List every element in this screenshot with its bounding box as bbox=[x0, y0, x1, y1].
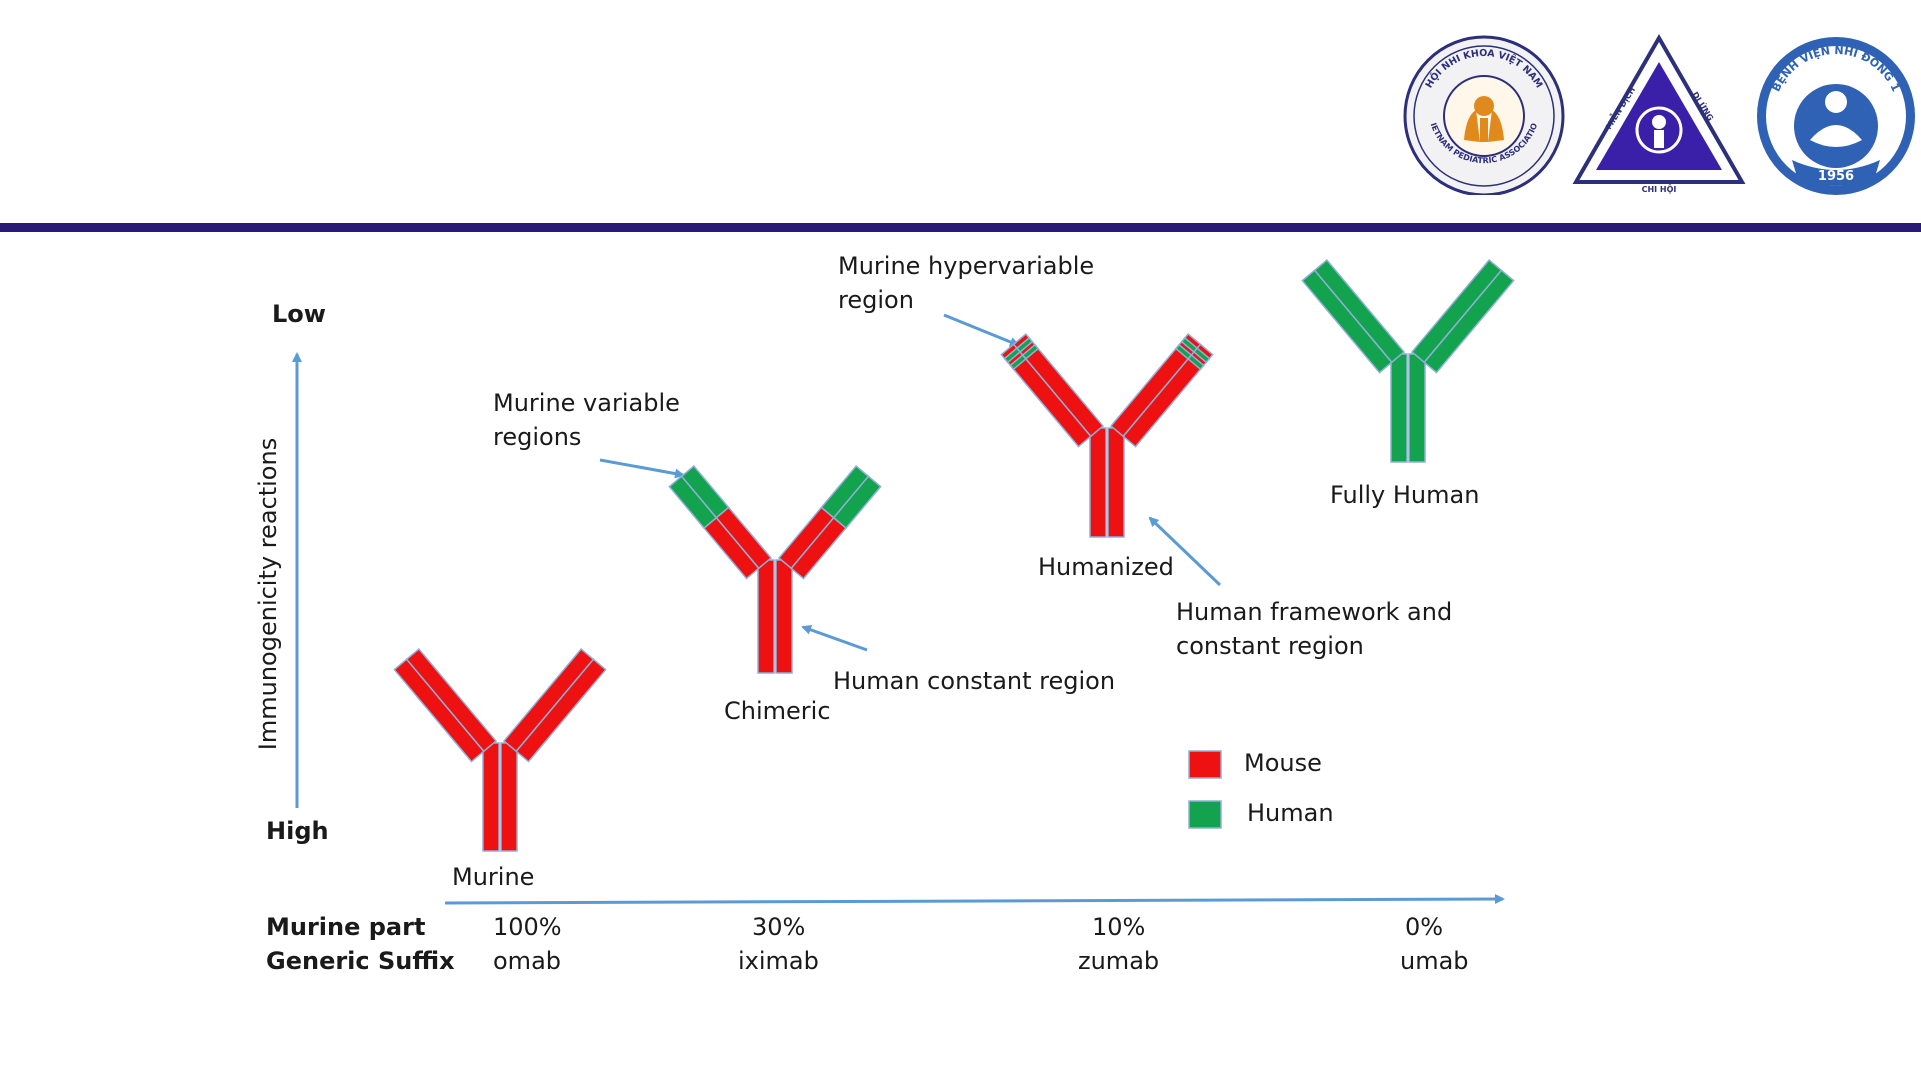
annotation-murine-variable-line2: regions bbox=[493, 423, 582, 451]
murine-hypervariable-pointer bbox=[943, 313, 1020, 347]
antibody-stem-chain bbox=[757, 559, 775, 674]
logo-vietnam-pediatric-association: HỘI NHI KHOA VIỆT NAM VIETNAM PEDIATRIC … bbox=[1400, 30, 1565, 195]
arm-chain bbox=[393, 658, 485, 763]
arm-segment-human bbox=[1301, 269, 1393, 374]
legend-swatch-mouse bbox=[1188, 750, 1222, 779]
y-axis-bottom-label: High bbox=[266, 817, 329, 845]
murine-part-murine: 100% bbox=[493, 913, 562, 941]
antibody-label-murine: Murine bbox=[452, 863, 535, 891]
suffix-chimeric: iximab bbox=[738, 947, 819, 975]
annotation-human-framework-line1: Human framework and bbox=[1176, 598, 1453, 626]
y-axis-title: Immunogenicity reactions bbox=[254, 437, 282, 751]
arm-hypervariable-band bbox=[1009, 354, 1027, 371]
arm-segment-framework bbox=[1000, 343, 1092, 448]
legend-label-human: Human bbox=[1247, 799, 1334, 827]
arm-hypervariable-band bbox=[1187, 354, 1205, 371]
arm-hypervariable-band bbox=[1192, 347, 1211, 364]
arm-chain bbox=[1000, 343, 1092, 448]
antibody-left-arm bbox=[1301, 259, 1406, 374]
suffix-humanized: zumab bbox=[1078, 947, 1160, 975]
svg-text:CHI HỘI: CHI HỘI bbox=[1642, 184, 1677, 194]
antibody-murine bbox=[393, 648, 607, 852]
arm-segment-mouse bbox=[393, 658, 485, 763]
arm-hypervariable-band bbox=[1003, 347, 1022, 364]
murine-part-humanized: 10% bbox=[1092, 913, 1146, 941]
arm-chain bbox=[1301, 269, 1393, 374]
antibody-stem-chain bbox=[1390, 353, 1408, 463]
legend-swatch-human bbox=[1188, 800, 1222, 829]
svg-text:1956: 1956 bbox=[1818, 169, 1854, 184]
antibody-stem-chain bbox=[1107, 427, 1125, 538]
antibody-right-arm bbox=[777, 465, 882, 580]
logo-immunology-allergy-chapter: MIỄN DỊCH DỊ ỨNG CHI HỘI bbox=[1572, 33, 1746, 194]
antibody-label-humanized: Humanized bbox=[1038, 553, 1174, 581]
suffix-fully-human: umab bbox=[1400, 947, 1469, 975]
arm-segment-variable bbox=[832, 475, 882, 530]
antibody-right-arm bbox=[1109, 333, 1214, 448]
murine-part-chimeric: 30% bbox=[752, 913, 806, 941]
generic-suffix-row-label: Generic Suffix bbox=[266, 947, 455, 975]
annotation-human-constant: Human constant region bbox=[833, 667, 1116, 695]
legend-label-mouse: Mouse bbox=[1244, 749, 1322, 777]
antibody-right-arm bbox=[1410, 259, 1515, 374]
arm-segment-human bbox=[1423, 269, 1515, 374]
antibody-label-fully-human: Fully Human bbox=[1330, 481, 1480, 509]
antibody-left-arm bbox=[1000, 333, 1105, 448]
antibody-stem-chain bbox=[1408, 353, 1426, 463]
antibody-left-arm bbox=[393, 648, 498, 763]
arm-chain bbox=[668, 475, 760, 580]
antibody-stem-chain bbox=[775, 559, 793, 674]
arm-chain bbox=[1122, 343, 1214, 448]
annotation-murine-hypervariable-line1: Murine hypervariable bbox=[838, 252, 1095, 280]
antibody-humanized bbox=[1000, 333, 1214, 538]
arm-segment-framework bbox=[1122, 343, 1214, 448]
antibody-diagrams bbox=[393, 259, 1515, 852]
logo-childrens-hospital-1: 1956 BỆNH VIỆN NHI ĐỒNG 1 bbox=[1757, 37, 1915, 195]
annotation-murine-hypervariable-line2: region bbox=[838, 286, 914, 314]
antibody-label-chimeric: Chimeric bbox=[724, 697, 831, 725]
human-framework-pointer bbox=[1148, 516, 1222, 587]
antibody-human bbox=[1301, 259, 1515, 463]
antibody-stem-chain bbox=[482, 742, 500, 852]
murine-variable-pointer bbox=[599, 458, 685, 479]
antibody-stem-chain bbox=[500, 742, 518, 852]
suffix-murine: omab bbox=[493, 947, 562, 975]
annotation-human-framework-line2: constant region bbox=[1176, 632, 1364, 660]
arm-chain bbox=[1423, 269, 1515, 374]
header-rule bbox=[0, 223, 1921, 232]
arm-chain bbox=[515, 658, 607, 763]
antibody-left-arm bbox=[668, 465, 773, 580]
antibody-stem-chain bbox=[1089, 427, 1107, 538]
murine-part-row-label: Murine part bbox=[266, 913, 426, 941]
y-axis-top-label: Low bbox=[272, 300, 326, 328]
arm-segment-variable bbox=[668, 475, 718, 530]
arm-chain bbox=[790, 475, 882, 580]
murine-part-fully-human: 0% bbox=[1405, 913, 1444, 941]
x-axis-arrow bbox=[444, 894, 1505, 905]
annotation-murine-variable-line1: Murine variable bbox=[493, 389, 680, 417]
arm-segment-mouse bbox=[515, 658, 607, 763]
antibody-chimeric bbox=[668, 465, 882, 674]
human-constant-pointer bbox=[801, 625, 868, 652]
antibody-right-arm bbox=[502, 648, 607, 763]
